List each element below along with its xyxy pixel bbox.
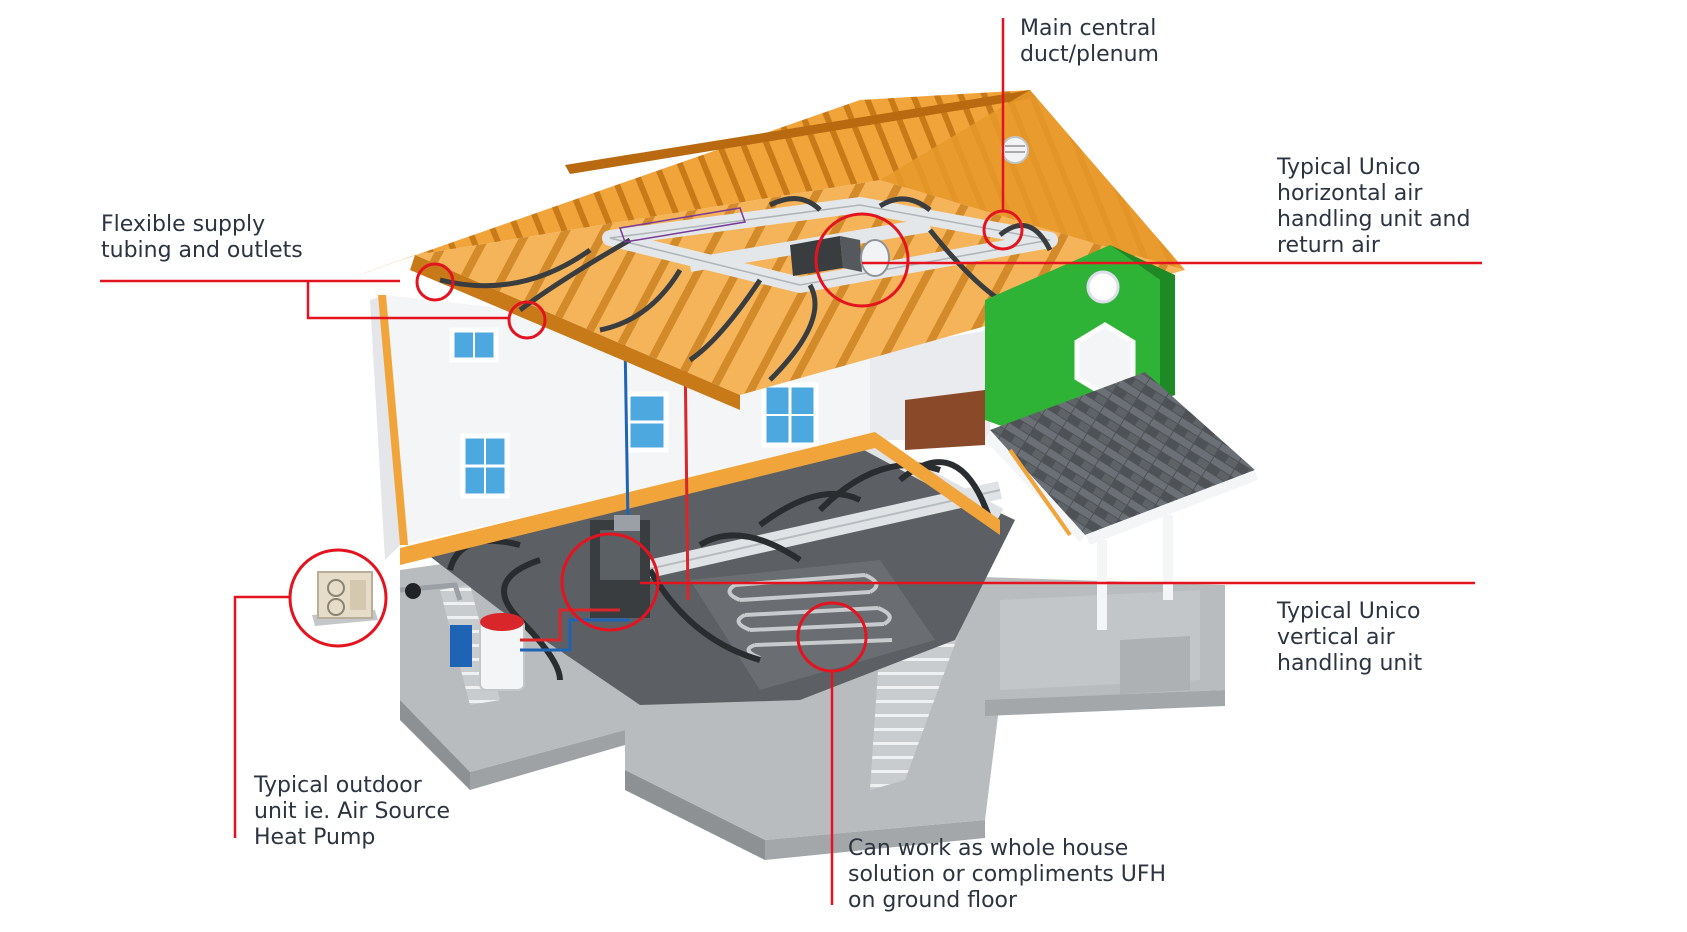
window-icon [449, 327, 499, 363]
label-line: solution or compliments UFH [848, 862, 1167, 887]
window-icon [625, 391, 669, 453]
heating-pipes [520, 618, 630, 652]
label-vertical-ahu: Typical Unico vertical air handling unit [1277, 599, 1422, 677]
label-line: Typical Unico [1277, 155, 1421, 180]
label-horizontal-ahu: Typical Unico horizontal air handling un… [1277, 155, 1470, 259]
attic-floor-edge [410, 255, 740, 410]
window-icon [761, 382, 819, 448]
pump-unit [450, 625, 472, 667]
label-line: Heat Pump [254, 825, 376, 850]
air-source-heat-pump-icon [312, 571, 378, 626]
label-line: horizontal air [1277, 181, 1423, 206]
hardwood-room [905, 390, 985, 450]
wall-penetration [405, 583, 421, 599]
fan-icon [860, 239, 890, 277]
label-line: Typical Unico [1277, 599, 1421, 624]
label-flexible-supply: Flexible supply tubing and outlets [101, 212, 303, 264]
callout-circles [288, 209, 1024, 673]
label-line: handling unit and [1277, 207, 1471, 232]
label-line: duct/plenum [1020, 42, 1159, 67]
heating-pipes [520, 608, 620, 642]
label-outdoor-unit: Typical outdoor unit ie. Air Source Heat… [254, 773, 450, 851]
gable-end [880, 90, 1185, 270]
corner-post-left [378, 295, 408, 545]
label-main-central-duct: Main central duct/plenum [1020, 16, 1159, 68]
label-line: return air [1277, 233, 1380, 258]
label-line: on ground floor [848, 888, 1018, 913]
lower-stairs [870, 630, 960, 790]
label-line: Main central [1020, 16, 1157, 41]
frame-outline [618, 207, 747, 243]
label-line: vertical air [1277, 625, 1395, 650]
flexible-supply-tubing [439, 196, 1053, 382]
label-whole-house: Can work as whole house solution or comp… [848, 836, 1166, 914]
round-window-icon [1086, 270, 1120, 304]
label-line: handling unit [1277, 651, 1423, 676]
hot-water-cylinder-icon [479, 613, 525, 691]
callout-lines [100, 18, 1482, 905]
side-wall [370, 295, 400, 560]
label-line: unit ie. Air Source [254, 799, 451, 824]
roof-ridge [565, 90, 1034, 174]
window-icon [460, 433, 510, 499]
vent-icon [1001, 136, 1029, 164]
label-line: tubing and outlets [101, 238, 303, 263]
label-line: Can work as whole house [848, 836, 1129, 861]
porch-roof [985, 372, 1258, 630]
label-line: Flexible supply [101, 212, 266, 237]
label-line: Typical outdoor [254, 773, 422, 798]
